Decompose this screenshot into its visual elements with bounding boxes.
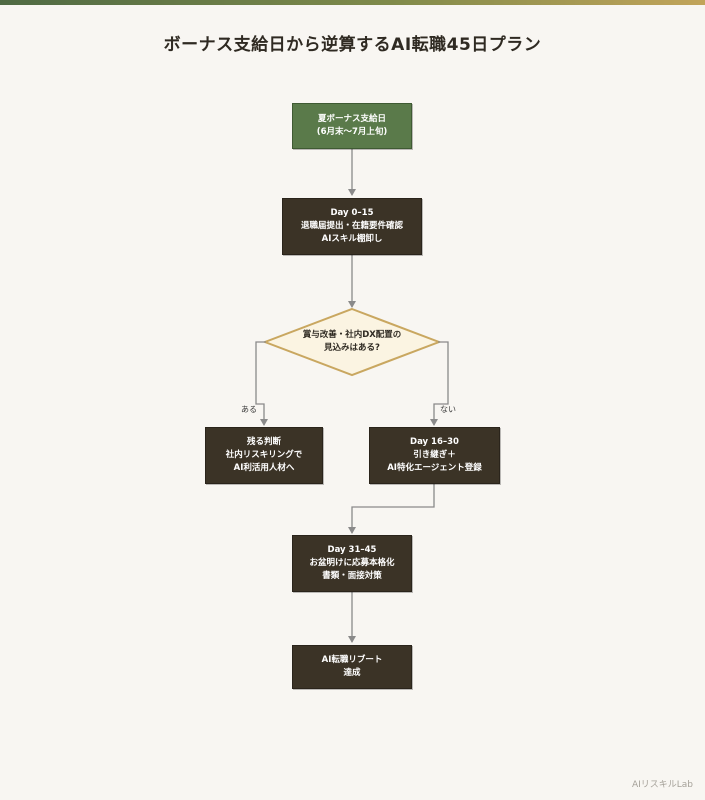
day31-line-3: 書類・面接対策 [322,571,382,581]
page-title: ボーナス支給日から逆算するAI転職45日プラン [163,35,542,55]
day31-node: Day 31–45 お盆明けに応募本格化 書類・面接対策 [292,535,412,592]
decision-line-1: 賞与改善・社内DX配置の [302,330,402,340]
day31-line-1: Day 31–45 [327,545,377,555]
goal-line-2: 達成 [343,668,361,678]
day0-node: Day 0–15 退職届提出・在籍要件確認 AIスキル棚卸し [282,198,422,255]
day0-line-2: 退職届提出・在籍要件確認 [300,221,403,231]
goal-node: AI転職リブート 達成 [292,645,412,689]
decision-line-2: 見込みはある? [324,343,380,353]
day16-line-3: AI特化エージェント登録 [387,463,482,473]
start-line-1: 夏ボーナス支給日 [317,114,386,124]
stay-line-2: 社内リスキリングで [225,450,303,460]
branch-label-yes: ある [241,405,257,414]
top-accent-bar [0,0,705,5]
stay-line-1: 残る判断 [246,437,281,447]
day0-line-3: AIスキル棚卸し [321,234,383,244]
goal-line-1: AI転職リブート [321,655,383,665]
start-line-2: (6月末〜7月上旬) [316,127,388,137]
start-node: 夏ボーナス支給日 (6月末〜7月上旬) [292,103,412,149]
stay-node: 残る判断 社内リスキリングで AI利活用人材へ [205,427,323,484]
branch-label-no: ない [440,405,456,414]
day0-line-1: Day 0–15 [330,208,374,218]
day16-node: Day 16–30 引き継ぎ＋ AI特化エージェント登録 [369,427,500,484]
stay-line-3: AI利活用人材へ [233,463,295,473]
arrow-day16-to-day31 [348,484,435,534]
arrow-decision-to-stay [255,341,268,426]
day16-line-1: Day 16–30 [410,437,459,447]
arrow-decision-to-day16 [430,341,449,426]
day16-line-2: 引き継ぎ＋ [413,450,456,460]
day31-line-2: お盆明けに応募本格化 [309,558,395,568]
brand-footer: AIリスキルLab [631,780,693,790]
decision-node: 賞与改善・社内DX配置の 見込みはある? [272,329,432,355]
decision-diamond [262,307,442,377]
